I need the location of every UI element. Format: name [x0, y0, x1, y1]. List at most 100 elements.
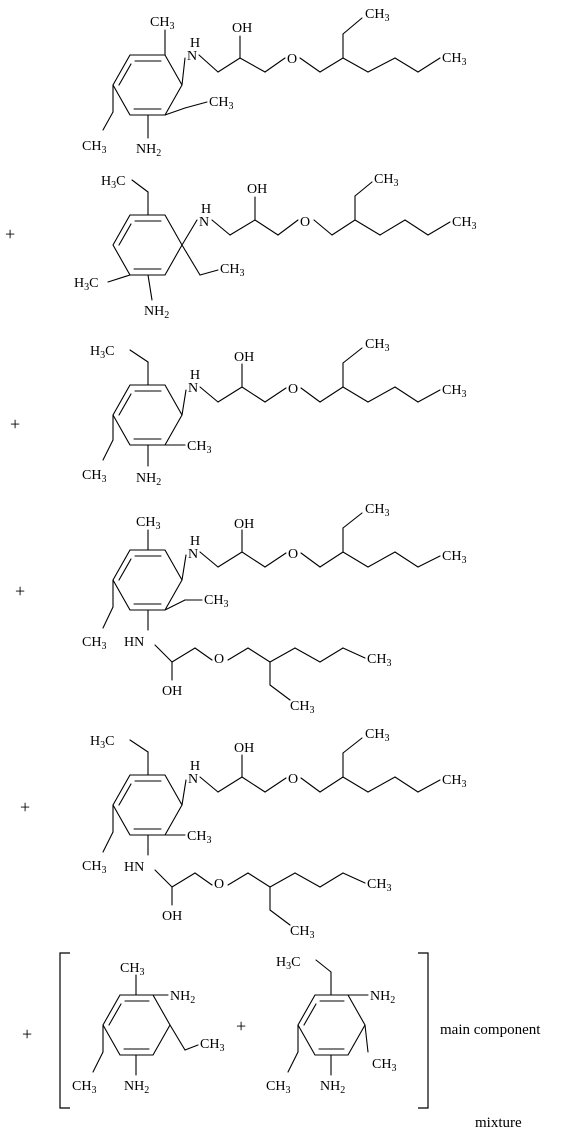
label-c: C: [291, 955, 300, 970]
plus-sign: +: [15, 581, 25, 601]
label-ch3: CH: [204, 593, 223, 608]
label-oh: OH: [162, 684, 182, 699]
svg-text:CH3: CH3: [82, 859, 106, 876]
label-ch3: CH: [200, 1037, 219, 1052]
svg-text:O: O: [288, 382, 298, 397]
label-oh: OH: [234, 350, 254, 365]
svg-text:CH3: CH3: [367, 877, 391, 894]
svg-text:OH: OH: [234, 517, 254, 532]
label-n: N: [187, 49, 197, 64]
subscript-3: 3: [309, 930, 314, 941]
label-ch3: CH: [367, 652, 386, 667]
svg-text:CH3: CH3: [290, 924, 314, 941]
label-ch3: CH: [120, 961, 139, 976]
svg-text:O: O: [288, 547, 298, 562]
label-oh: OH: [247, 182, 267, 197]
subscript-2: 2: [156, 148, 161, 159]
subscript-3: 3: [285, 1085, 290, 1096]
label-ch3: CH: [365, 337, 384, 352]
label-o: O: [287, 52, 297, 67]
subscript-3: 3: [286, 961, 291, 972]
structure-1: CH3 N H OH O CH3 CH3 CH3 CH3 NH2: [82, 7, 466, 159]
subscript-3: 3: [461, 57, 466, 68]
label-ch3: CH: [365, 7, 384, 22]
svg-text:CH3: CH3: [72, 1079, 96, 1096]
svg-text:CH3: CH3: [365, 727, 389, 744]
svg-text:CH3: CH3: [442, 773, 466, 790]
label-o: O: [300, 215, 310, 230]
label-c: C: [105, 344, 114, 359]
label-ch3: CH: [209, 95, 228, 110]
svg-text:CH3: CH3: [82, 635, 106, 652]
label-ch3: CH: [290, 924, 309, 939]
subscript-3: 3: [471, 221, 476, 232]
label-ch3: CH: [365, 502, 384, 517]
subscript-3: 3: [155, 521, 160, 532]
subscript-3: 3: [384, 13, 389, 24]
label-ch3: CH: [82, 139, 101, 154]
label-h: H: [90, 734, 100, 749]
label-h: H: [74, 276, 84, 291]
svg-text:NH2: NH2: [136, 471, 161, 488]
svg-text:OH: OH: [234, 741, 254, 756]
subscript-2: 2: [340, 1085, 345, 1096]
label-nh: NH: [144, 304, 164, 319]
label-nh: NH: [170, 989, 190, 1004]
label-oh: OH: [234, 517, 254, 532]
subscript-3: 3: [100, 350, 105, 361]
label-ch3: CH: [365, 727, 384, 742]
svg-text:CH3: CH3: [136, 515, 160, 532]
label-c: C: [116, 174, 125, 189]
label-c: C: [105, 734, 114, 749]
svg-text:O: O: [288, 772, 298, 787]
subscript-3: 3: [206, 445, 211, 456]
label-nh: NH: [320, 1079, 340, 1094]
svg-text:CH3: CH3: [82, 468, 106, 485]
svg-text:CH3: CH3: [187, 829, 211, 846]
label-h: H: [90, 344, 100, 359]
svg-text:CH3: CH3: [220, 262, 244, 279]
svg-text:CH3: CH3: [266, 1079, 290, 1096]
subscript-3: 3: [111, 180, 116, 191]
label-ch3: CH: [266, 1079, 285, 1094]
svg-text:O: O: [287, 52, 297, 67]
svg-text:O: O: [214, 652, 224, 667]
svg-text:H3C: H3C: [101, 174, 125, 191]
label-o: O: [288, 772, 298, 787]
label-nh: NH: [136, 142, 156, 157]
label-ch3: CH: [82, 468, 101, 483]
svg-text:CH3: CH3: [452, 215, 476, 232]
svg-text:H: H: [190, 36, 200, 51]
svg-text:CH3: CH3: [442, 549, 466, 566]
svg-text:CH3: CH3: [82, 139, 106, 156]
subscript-3: 3: [84, 282, 89, 293]
subscript-3: 3: [384, 733, 389, 744]
label-oh: OH: [234, 741, 254, 756]
label-n: N: [188, 772, 198, 787]
svg-text:CH3: CH3: [204, 593, 228, 610]
structure-3: H3C N H OH O CH3 CH3 CH3 CH3 NH2: [82, 337, 466, 488]
structure-4: CH3 N H OH O CH3 CH3 CH3 CH3 HN OH O CH3…: [82, 502, 466, 716]
svg-text:CH3: CH3: [365, 7, 389, 24]
svg-text:CH3: CH3: [365, 337, 389, 354]
label-ch3: CH: [442, 773, 461, 788]
subscript-3: 3: [461, 555, 466, 566]
label-h: H: [190, 759, 200, 774]
svg-text:OH: OH: [232, 21, 252, 36]
subscript-2: 2: [144, 1085, 149, 1096]
label-ch3: CH: [82, 635, 101, 650]
svg-text:CH3: CH3: [367, 652, 391, 669]
label-h: H: [201, 202, 211, 217]
svg-text:H: H: [201, 202, 211, 217]
label-oh: OH: [162, 909, 182, 924]
subscript-3: 3: [219, 1043, 224, 1054]
label-h: H: [190, 534, 200, 549]
label-c: C: [89, 276, 98, 291]
svg-text:N: N: [187, 49, 197, 64]
svg-text:H3C: H3C: [74, 276, 98, 293]
svg-text:CH3: CH3: [365, 502, 389, 519]
left-bracket: [59, 952, 70, 1109]
label-ch3: CH: [136, 515, 155, 530]
subscript-3: 3: [223, 599, 228, 610]
svg-text:HN: HN: [124, 860, 144, 875]
